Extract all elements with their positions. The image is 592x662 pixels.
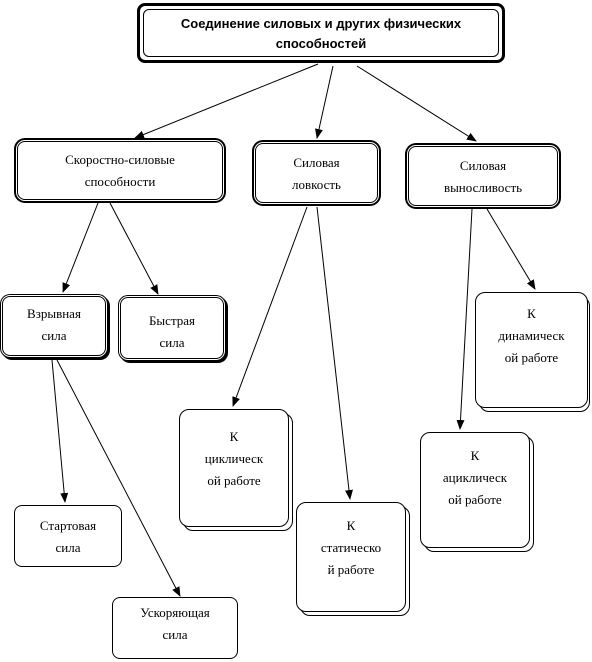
edge-explosive-accel <box>56 359 181 597</box>
node-acyclic-work: К ациклическ ой работе <box>420 432 530 548</box>
node-starting-strength: Стартовая сила <box>14 505 122 567</box>
edge-agility-static <box>316 206 353 500</box>
edge-speed-fast <box>109 202 159 295</box>
node-strength-agility: Силовая ловкость <box>255 143 378 203</box>
node-cyclic-work-label: К циклическ ой работе <box>204 429 264 488</box>
node-strength-endurance-label: Силовая выносливость <box>443 158 523 195</box>
edge-endurance-dynamic <box>486 208 536 290</box>
node-strength-endurance: Силовая выносливость <box>408 146 558 206</box>
edge-root-speed <box>134 63 319 139</box>
node-dynamic-work: К динамическ ой работе <box>475 292 588 408</box>
edge-endurance-acyclic <box>456 208 473 430</box>
root-label: Соединение силовых и других физических с… <box>180 16 462 51</box>
node-explosive-strength: Взрывная сила <box>2 296 106 356</box>
node-accelerating-strength-label: Ускоряющая сила <box>140 605 210 642</box>
node-strength-agility-label: Силовая ловкость <box>292 155 341 192</box>
node-accelerating-strength: Ускоряющая сила <box>112 597 238 659</box>
node-static-work-label: К статическо й работе <box>320 518 382 577</box>
node-acyclic-work-label: К ациклическ ой работе <box>442 448 508 507</box>
edge-agility-cyclic <box>232 206 308 407</box>
node-speed-strength-label: Скоростно-силовые способности <box>65 152 175 189</box>
node-speed-strength: Скоростно-силовые способности <box>17 141 223 200</box>
node-fast-strength: Быстрая сила <box>120 297 224 359</box>
node-dynamic-work-label: К динамическ ой работе <box>498 306 565 365</box>
root-node: Соединение силовых и других физических с… <box>137 3 505 63</box>
node-cyclic-work: К циклическ ой работе <box>179 409 289 527</box>
edge-explosive-start <box>51 359 69 503</box>
node-fast-strength-label: Быстрая сила <box>148 313 196 350</box>
edge-root-agility <box>315 65 334 139</box>
node-starting-strength-label: Стартовая сила <box>39 518 97 555</box>
node-static-work: К статическо й работе <box>296 502 406 612</box>
root-inner-border <box>143 9 499 57</box>
edge-root-endurance <box>356 65 477 142</box>
node-explosive-strength-label: Взрывная сила <box>27 306 81 343</box>
edge-speed-explosive <box>62 202 99 293</box>
